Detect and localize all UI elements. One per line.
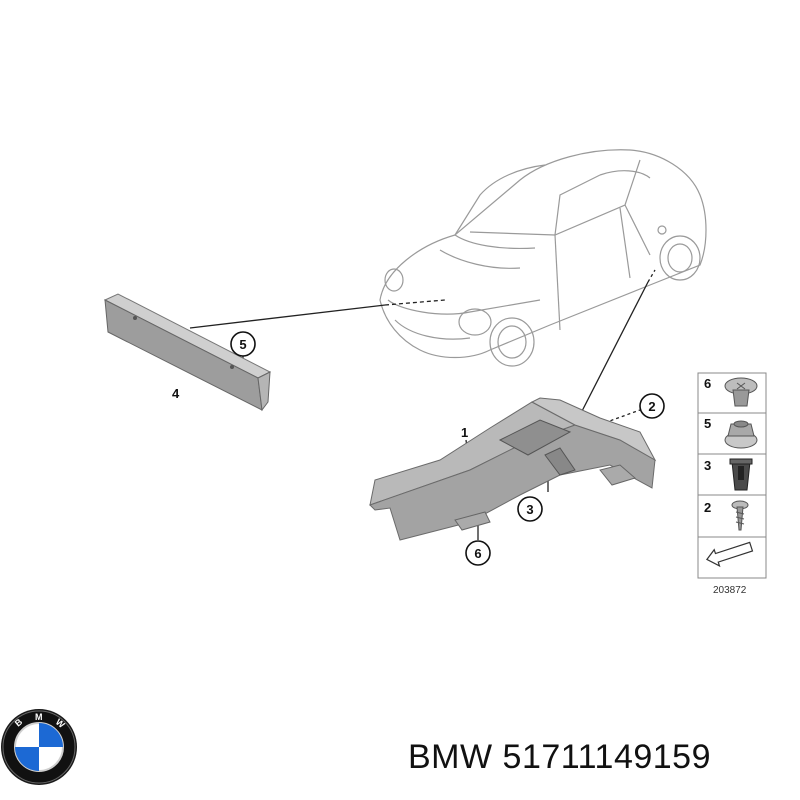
part-number: 51711149159 <box>502 738 712 776</box>
logo-letter-b: B <box>13 716 25 728</box>
legend-item-5-label: 5 <box>704 416 711 431</box>
legend-item-6-label: 6 <box>704 376 711 391</box>
expanding-nut-icon <box>729 458 753 491</box>
logo-letter-m: M <box>35 712 43 722</box>
callout-4-label: 4 <box>172 386 180 401</box>
screw-icon <box>731 500 749 531</box>
part-number-caption: BMW 51711149159 <box>408 738 711 777</box>
diagram-number: 203872 <box>713 585 747 596</box>
hex-nut-icon <box>724 420 758 449</box>
bmw-logo: B M W <box>1 709 77 785</box>
fastener-legend: 6 5 3 2 203872 <box>697 372 767 596</box>
callout-5-label: 5 <box>239 337 246 352</box>
callout-3-label: 3 <box>526 502 533 517</box>
brand-name: BMW <box>408 738 493 776</box>
clip-nut-icon <box>724 377 758 407</box>
callout-2-label: 2 <box>648 399 655 414</box>
callout-6: 6 <box>465 540 491 566</box>
legend-item-3-label: 3 <box>704 458 711 473</box>
floor-bracket-part-1 <box>369 397 657 541</box>
arrow-icon <box>705 541 754 568</box>
callout-6-label: 6 <box>474 546 481 561</box>
callout-2: 2 <box>639 393 665 419</box>
bracket-part-4 <box>103 293 272 412</box>
callout-5: 5 <box>230 331 256 357</box>
callout-4: 4 <box>172 386 180 401</box>
callout-1-label: 1 <box>461 425 468 440</box>
callout-1: 1 <box>461 425 468 440</box>
legend-item-2-label: 2 <box>704 500 711 515</box>
car-outline <box>379 149 707 367</box>
callout-3: 3 <box>517 496 543 522</box>
